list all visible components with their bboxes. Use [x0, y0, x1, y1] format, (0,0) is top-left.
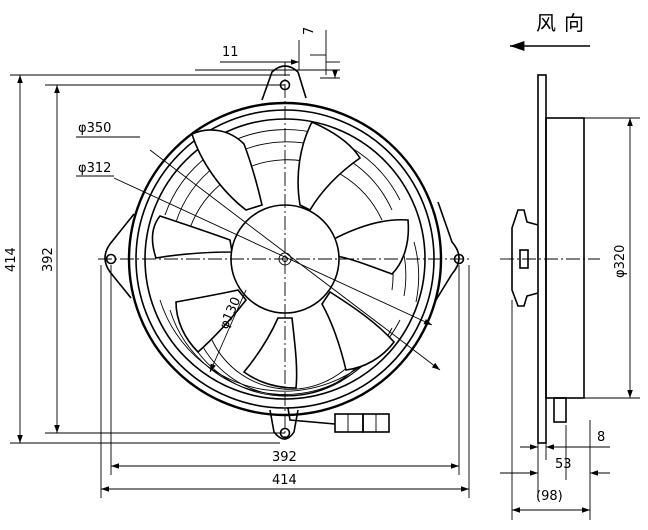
wind-direction-label: 风向	[536, 11, 592, 35]
dim-width-outer-vertical: 414	[4, 247, 19, 272]
dim-fan-diameter: φ312	[78, 161, 111, 176]
side-dimensions	[500, 117, 640, 520]
connector	[287, 407, 390, 433]
dim-total-depth: (98)	[536, 489, 563, 504]
dim-tab-offset: 11	[222, 45, 239, 60]
dim-depth: 53	[555, 457, 572, 472]
dim-ring-diameter: φ350	[78, 121, 111, 136]
front-dimensions	[10, 30, 470, 498]
side-guard	[545, 117, 585, 399]
dim-mount-width: 392	[272, 450, 297, 465]
fan-blades	[151, 120, 410, 389]
dim-tab-height: 7	[302, 27, 317, 35]
side-motor	[511, 209, 539, 307]
dim-width-outer: 414	[272, 473, 297, 488]
dim-motor-diameter: φ320	[613, 245, 628, 278]
side-bracket	[553, 397, 567, 423]
side-view	[500, 40, 600, 444]
dim-mount-height: 392	[41, 247, 56, 272]
dim-flange-thickness: 8	[597, 430, 605, 445]
front-view	[76, 62, 472, 440]
